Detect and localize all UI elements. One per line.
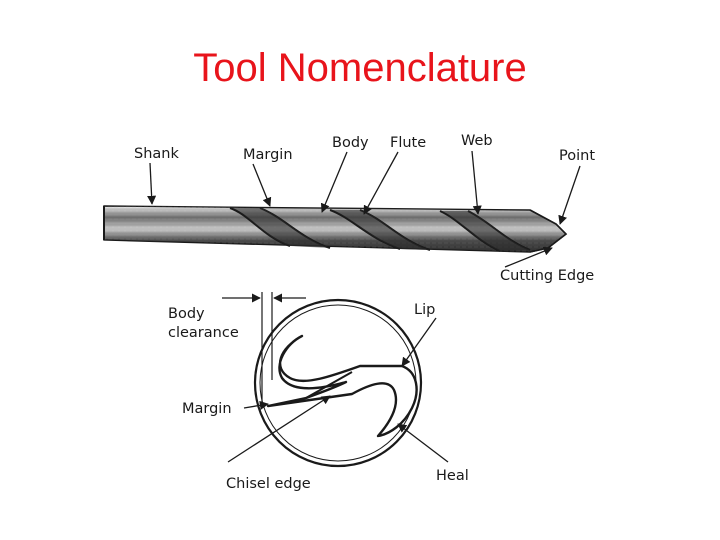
label-body-clearance-2: clearance — [168, 325, 239, 341]
drill-side-view — [103, 205, 568, 253]
label-body-clearance-1: Body — [168, 306, 205, 322]
label-body: Body — [332, 135, 369, 151]
label-cutting-edge: Cutting Edge — [500, 268, 594, 284]
label-margin-side: Margin — [243, 147, 293, 163]
label-flute: Flute — [390, 135, 426, 151]
end-view-labels: Body clearance Lip Margin Chisel edge He… — [168, 302, 469, 492]
label-lip: Lip — [414, 302, 435, 318]
end-view-leaders — [222, 293, 449, 463]
slide-title: Tool Nomenclature — [193, 46, 527, 90]
flute-cross-section — [266, 334, 418, 438]
label-margin-end: Margin — [182, 401, 232, 417]
label-chisel-edge: Chisel edge — [226, 476, 311, 492]
label-shank: Shank — [134, 146, 179, 162]
side-view-labels: Shank Margin Body Flute Web Point Cuttin… — [134, 133, 595, 284]
label-point: Point — [559, 148, 595, 164]
label-heal: Heal — [436, 468, 469, 484]
label-web: Web — [461, 133, 493, 149]
side-view-leaders — [147, 150, 581, 268]
drill-end-view — [253, 292, 423, 468]
